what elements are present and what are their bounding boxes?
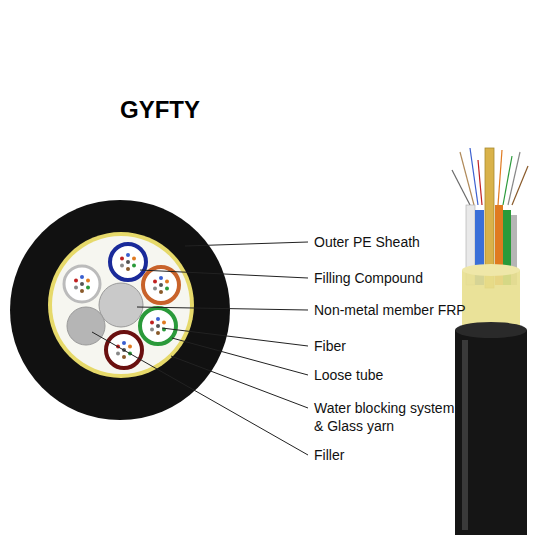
leader-lines <box>92 242 308 455</box>
part-label: Non-metal member FRP <box>314 301 534 319</box>
part-label: Filler <box>314 446 514 464</box>
part-label: Filling Compound <box>314 269 514 287</box>
part-label: Outer PE Sheath <box>314 233 514 251</box>
diagram-title: GYFTY <box>120 96 200 124</box>
part-label: Loose tube <box>314 366 514 384</box>
part-label: Fiber <box>314 337 514 355</box>
cable-side-view <box>452 148 528 535</box>
part-label: Water blocking system & Glass yarn <box>314 399 464 435</box>
cable-cross-section <box>10 200 230 420</box>
